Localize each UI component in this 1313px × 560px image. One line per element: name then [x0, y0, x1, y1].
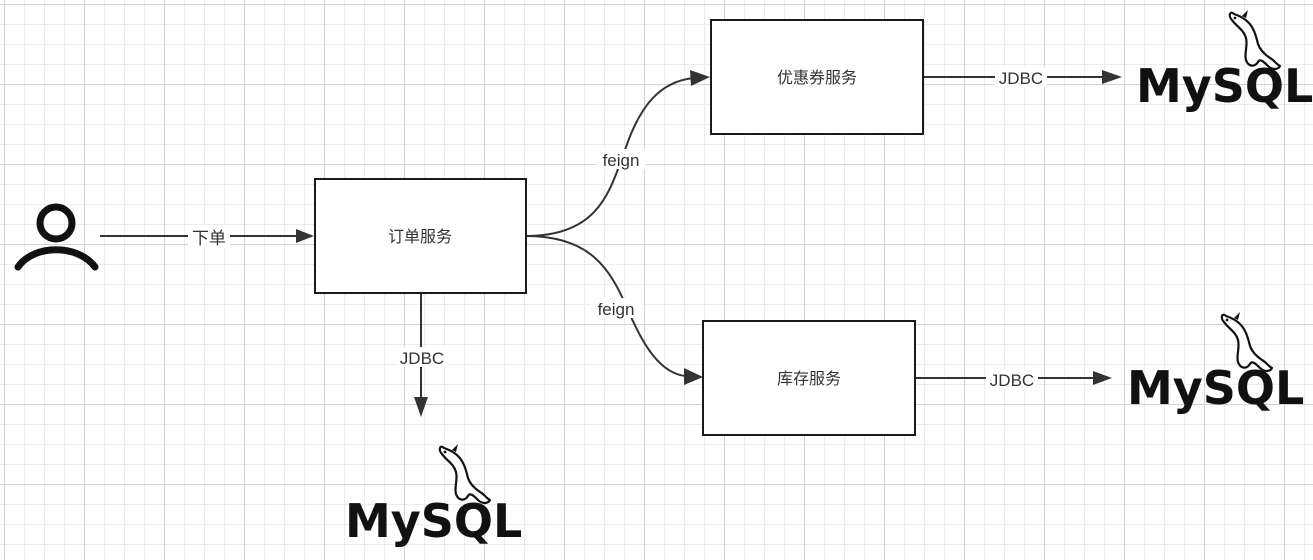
edge-label-order: 下单 — [188, 226, 230, 248]
svg-text:feign: feign — [603, 151, 640, 170]
edge-label-jdbc-inventory: JDBC — [986, 369, 1038, 390]
svg-text:订单服务: 订单服务 — [388, 227, 452, 246]
svg-text:JDBC: JDBC — [400, 349, 444, 368]
svg-text:feign: feign — [598, 300, 635, 319]
svg-text:库存服务: 库存服务 — [777, 369, 841, 388]
svg-text:优惠券服务: 优惠券服务 — [777, 68, 857, 87]
node-order-service: 订单服务 — [314, 178, 527, 294]
svg-text:MySQL: MySQL — [1127, 361, 1304, 415]
edge-label-jdbc-order: JDBC — [396, 347, 448, 368]
edge-label-feign-inventory: feign — [590, 298, 642, 319]
svg-text:JDBC: JDBC — [999, 69, 1043, 88]
svg-text:MySQL: MySQL — [1136, 59, 1313, 113]
node-coupon-service: 优惠券服务 — [710, 19, 924, 135]
svg-text:MySQL: MySQL — [345, 494, 522, 548]
edge-order-to-db — [414, 293, 428, 417]
svg-text:下单: 下单 — [192, 229, 226, 248]
mysql-logo-inventory-db: MySQL — [1127, 310, 1304, 415]
mysql-logo-order-db: MySQL — [345, 442, 522, 548]
user-icon — [14, 203, 99, 271]
edge-label-jdbc-coupon: JDBC — [995, 67, 1047, 88]
node-inventory-service: 库存服务 — [702, 320, 916, 436]
edge-label-feign-coupon: feign — [596, 149, 646, 170]
svg-text:JDBC: JDBC — [990, 371, 1034, 390]
mysql-logo-coupon-db: MySQL — [1136, 8, 1313, 113]
